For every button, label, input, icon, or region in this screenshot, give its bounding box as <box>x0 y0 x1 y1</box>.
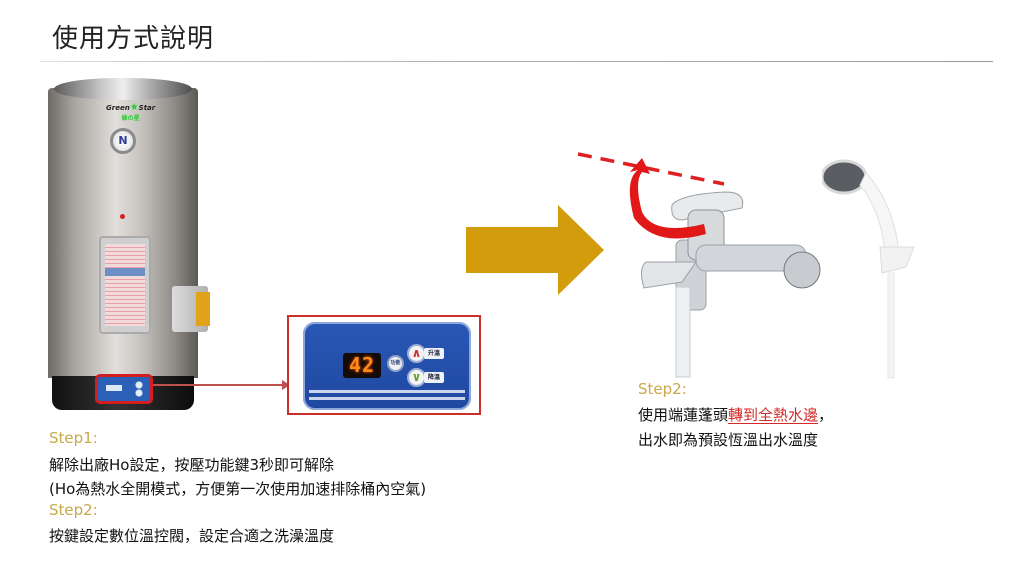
right-step2-heading: Step2: <box>638 380 687 398</box>
dashed-guide-line <box>577 152 725 186</box>
indicator-lamp <box>120 214 125 219</box>
heater-lid <box>54 78 192 100</box>
step2-heading: Step2: <box>49 501 98 519</box>
right-arrow-icon <box>466 205 604 295</box>
control-panel-zoom-frame: 42 功能 ∧ 升溫 ∨ 降溫 <box>287 315 481 415</box>
title-divider <box>40 61 993 62</box>
right-step2-line1: 使用端蓮蓬頭轉到全熱水邊， <box>638 406 834 424</box>
star-icon: ★ <box>129 102 139 113</box>
water-heater-image: Green★Star 綠の星 N <box>48 78 210 410</box>
callout-arrowhead-icon <box>282 380 290 390</box>
step1-line2: (Ho為熱水全開模式，方便第一次使用加速排除桶內空氣) <box>49 480 427 498</box>
function-button[interactable]: 功能 <box>387 355 404 372</box>
temperature-display: 42 <box>343 353 381 378</box>
shower-head-image <box>822 159 915 379</box>
brand-logo: Green★Star 綠の星 <box>106 102 156 122</box>
side-junction-box <box>172 286 210 332</box>
step2-line1: 按鍵設定數位溫控閥，設定合適之洗澡溫度 <box>49 527 335 545</box>
right-step2-line2: 出水即為預設恆溫出水溫度 <box>638 431 819 449</box>
step1-heading: Step1: <box>49 429 98 447</box>
spec-label-plate <box>99 236 151 334</box>
temp-down-label: 降溫 <box>424 372 444 383</box>
control-panel-highlight <box>95 374 153 404</box>
pressure-gauge-icon: N <box>110 128 136 154</box>
rotate-arrow-icon <box>629 158 706 239</box>
callout-line <box>153 384 288 386</box>
step1-line1: 解除出廠Ho設定，按壓功能鍵3秒即可解除 <box>49 456 335 474</box>
page-title: 使用方式說明 <box>52 24 215 54</box>
digital-control-panel: 42 功能 ∧ 升溫 ∨ 降溫 <box>303 322 471 410</box>
highlight-text: 轉到全熱水邊 <box>728 406 819 424</box>
faucet-image <box>577 152 821 378</box>
temp-up-label: 升溫 <box>424 348 444 359</box>
